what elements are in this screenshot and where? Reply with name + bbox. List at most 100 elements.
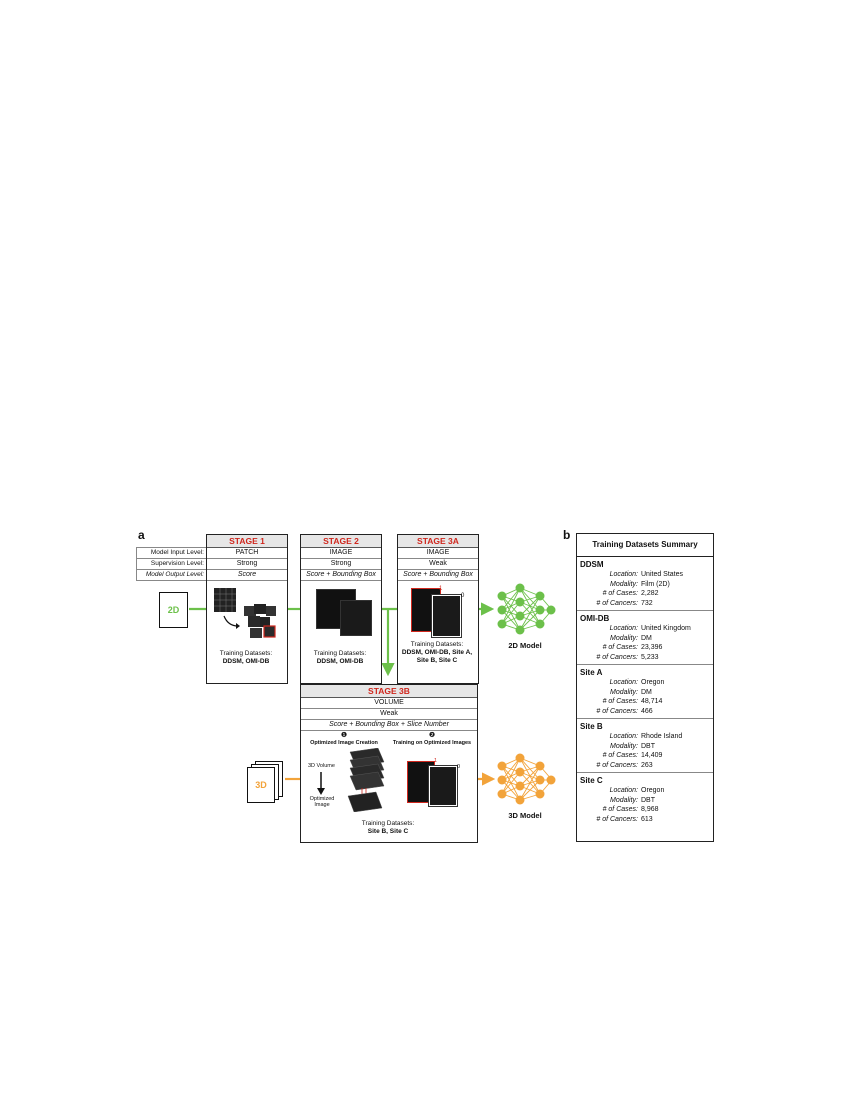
location-value: Oregon xyxy=(641,679,665,686)
input-3d-label: 3D xyxy=(255,780,267,790)
location-value: Rhode Island xyxy=(641,733,683,740)
modality-value: DM xyxy=(641,688,652,696)
stage-1-title: STAGE 1 xyxy=(207,535,287,548)
stage-3a-input: IMAGE xyxy=(398,548,478,559)
stage-2-mammogram-front xyxy=(340,600,372,636)
stage-1-datasets-label: Training Datasets: xyxy=(219,650,273,657)
panel-letter-a: a xyxy=(138,528,145,542)
cases-value: 23,396 xyxy=(641,644,663,651)
stage-3b-step1-marker: ❶ xyxy=(340,732,348,739)
stage-3a-datasets-line2: Site B, Site C xyxy=(416,657,458,664)
stage-2-supervision: Strong xyxy=(301,559,381,570)
stage-3a-datasets-label: Training Datasets: xyxy=(410,641,464,648)
row-label-input: Model Input Level: xyxy=(137,548,207,559)
modality-key: Modality: xyxy=(609,742,638,750)
stage-1-input: PATCH xyxy=(207,548,287,559)
cases-key: # of Cases: xyxy=(602,698,638,705)
stage-3a-title: STAGE 3A xyxy=(398,535,478,548)
stage-3b-input: VOLUME xyxy=(301,698,477,709)
cancers-key: # of Cancers: xyxy=(596,707,638,715)
location-key: Location: xyxy=(609,733,638,740)
cases-key: # of Cases: xyxy=(602,806,638,813)
stage-3a-label-one: 1 xyxy=(439,586,443,592)
stage-1-patch-illustration xyxy=(214,588,276,638)
training-datasets-summary: Training Datasets Summary DDSM Location:… xyxy=(576,533,714,842)
row-labels-table: Model Input Level: Supervision Level: Mo… xyxy=(136,547,207,581)
stage-2-input: IMAGE xyxy=(301,548,381,559)
cancers-value: 466 xyxy=(641,707,653,715)
stage-3b-optimized-line1: Optimized xyxy=(309,796,335,802)
row-label-supervision: Supervision Level: xyxy=(137,559,207,570)
dataset-omi-db: OMI-DB Location:United Kingdom Modality:… xyxy=(577,611,713,665)
location-value: United Kingdom xyxy=(641,625,691,632)
dataset-ddsm: DDSM Location:United States Modality:Fil… xyxy=(577,557,713,611)
input-3d-document: 3D xyxy=(247,767,275,803)
modality-value: DBT xyxy=(641,742,655,750)
cancers-key: # of Cancers: xyxy=(596,653,638,661)
stage-2-datasets-label: Training Datasets: xyxy=(313,650,367,657)
patch-arrow-icon xyxy=(223,615,239,627)
cases-value: 8,968 xyxy=(641,806,659,813)
stage-3b-down-arrow-icon xyxy=(317,772,325,795)
modality-value: Film (2D) xyxy=(641,580,670,588)
stage-3b-optimized-line2: Image xyxy=(314,802,330,808)
cancers-value: 263 xyxy=(641,761,653,769)
model-2d-label: 2D Model xyxy=(508,641,542,650)
model-2d-network-icon xyxy=(497,583,556,635)
stage-3b-mammogram xyxy=(428,765,458,807)
stage-2-title: STAGE 2 xyxy=(301,535,381,548)
location-value: United States xyxy=(641,571,684,578)
cancers-key: # of Cancers: xyxy=(596,761,638,769)
stage-3b-datasets: Site B, Site C xyxy=(367,828,409,835)
stage-3b-step2-marker: ❷ xyxy=(428,732,436,739)
cancers-key: # of Cancers: xyxy=(596,599,638,607)
model-3d-network-icon xyxy=(497,753,556,805)
modality-key: Modality: xyxy=(609,634,638,642)
location-key: Location: xyxy=(609,625,638,632)
stage-3b-label-one: 1 xyxy=(434,758,438,764)
stage-3a-datasets-line1: DDSM, OMI-DB, Site A, xyxy=(401,649,473,656)
cases-key: # of Cases: xyxy=(602,644,638,651)
dataset-name: OMI-DB xyxy=(580,614,610,623)
dataset-name: Site A xyxy=(580,668,603,677)
stage-3b-box: STAGE 3B VOLUME Weak Score + Bounding Bo… xyxy=(300,684,478,843)
location-key: Location: xyxy=(609,571,638,578)
modality-value: DBT xyxy=(641,796,655,804)
stage-3b-volume-stack xyxy=(347,748,385,812)
modality-key: Modality: xyxy=(609,796,638,804)
cancers-value: 613 xyxy=(641,815,653,823)
stage-3b-step1-label: Optimized Image Creation xyxy=(310,740,378,746)
location-value: Oregon xyxy=(641,787,665,794)
dataset-name: Site C xyxy=(580,776,603,785)
summary-title: Training Datasets Summary xyxy=(577,534,713,557)
stage-2-datasets: DDSM, OMI-DB xyxy=(316,658,364,665)
modality-value: DM xyxy=(641,634,652,642)
dataset-site-c: Site C Location:Oregon Modality:DBT # of… xyxy=(577,773,713,826)
stage-2-output: Score + Bounding Box xyxy=(301,570,381,581)
dataset-name: DDSM xyxy=(580,560,604,569)
location-key: Location: xyxy=(609,787,638,794)
cancers-value: 732 xyxy=(641,599,653,607)
stage-3b-label-zero: 0 xyxy=(457,764,461,770)
stage-1-supervision: Strong xyxy=(207,559,287,570)
location-key: Location: xyxy=(609,679,638,686)
stage-1-datasets: DDSM, OMI-DB xyxy=(222,658,270,665)
cases-key: # of Cases: xyxy=(602,752,638,759)
model-3d-label: 3D Model xyxy=(508,811,542,820)
stage-3a-mammogram xyxy=(431,594,462,638)
dataset-site-a: Site A Location:Oregon Modality:DM # of … xyxy=(577,665,713,719)
cases-value: 14,409 xyxy=(641,752,663,759)
cases-value: 48,714 xyxy=(641,698,663,705)
row-label-output: Model Output Level: xyxy=(145,571,204,578)
stage-3b-volume-label: 3D Volume xyxy=(308,763,335,769)
stage-3b-supervision: Weak xyxy=(301,709,477,720)
stage-3a-label-zero: 0 xyxy=(461,593,465,599)
input-2d-document: 2D xyxy=(159,592,188,628)
stage-3a-supervision: Weak xyxy=(398,559,478,570)
cases-value: 2,282 xyxy=(641,590,659,597)
stage-3b-datasets-label: Training Datasets: xyxy=(361,820,415,827)
cancers-value: 5,233 xyxy=(641,653,659,661)
stage-3b-step2-label: Training on Optimized Images xyxy=(392,740,472,746)
modality-key: Modality: xyxy=(609,580,638,588)
